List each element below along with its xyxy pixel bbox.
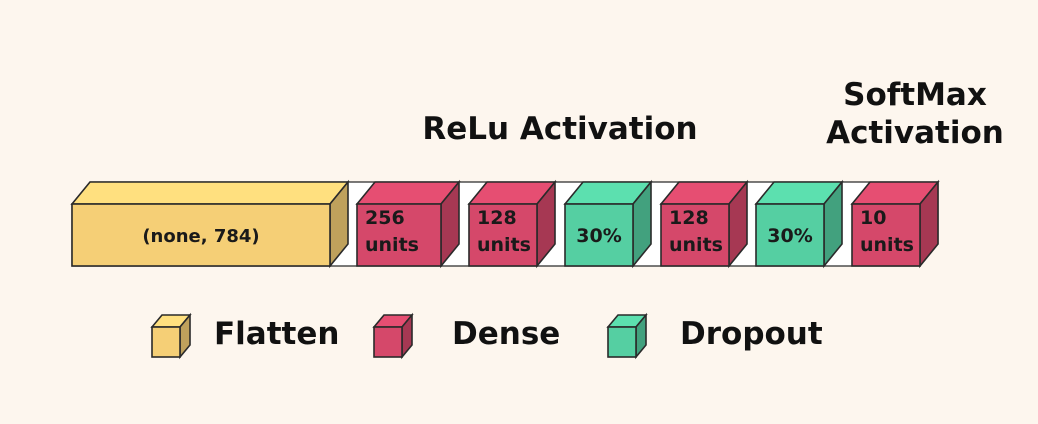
layer-block-7-dense-front-face [851,203,921,267]
layer-block-3-dense-front-face [468,203,538,267]
softmax-heading-line1: SoftMax [843,77,987,113]
layer-label-5-line-2: units [669,234,723,256]
layer-label-2-line-2: units [365,234,419,256]
legend-swatch-dropout-front-face [607,326,637,358]
layer-block-4-dropout-front-face [564,203,634,267]
softmax-activation-heading: SoftMax Activation [800,76,1030,152]
layer-block-2-dense-front-face [356,203,442,267]
layer-label-7-line-2: units [860,234,914,256]
legend-swatch-dense [372,312,414,360]
layer-block-1-flatten: (none, 784) [70,179,350,269]
layer-block-7-dense: 10 units [850,179,940,269]
layer-block-4-dropout: 30% [563,179,653,269]
legend-label-dense: Dense [452,316,561,352]
layer-block-6-dropout-front-face [755,203,825,267]
legend-label-dropout: Dropout [680,316,823,352]
layer-blocks: (none, 784) 256 units 128 units 30% 128 units 30… [70,179,940,269]
layer-label-1-line-1: (none, 784) [142,226,259,247]
layer-label-4-line-1: 30% [576,225,621,247]
legend-swatches [150,312,648,360]
softmax-heading-line2: Activation [826,115,1004,151]
layer-block-5-dense-front-face [660,203,730,267]
legend-swatch-flatten-front-face [151,326,181,358]
layer-block-2-dense: 256 units [355,179,461,269]
legend-swatch-dense-front-face [373,326,403,358]
layer-label-3-line-1: 128 [477,207,517,229]
legend-swatch-dropout [606,312,648,360]
layer-label-6-line-1: 30% [767,225,812,247]
legend-swatch-flatten [150,312,192,360]
layer-block-6-dropout: 30% [754,179,844,269]
layer-label-2-line-1: 256 [365,207,405,229]
layer-block-3-dense: 128 units [467,179,557,269]
relu-activation-heading: ReLu Activation [422,111,698,147]
legend-label-flatten: Flatten [214,316,340,352]
layer-block-1-flatten-top-face [70,181,350,205]
layer-label-3-line-2: units [477,234,531,256]
layer-block-1-flatten-front-face [71,203,331,267]
layer-block-5-dense: 128 units [659,179,749,269]
layer-label-5-line-1: 128 [669,207,709,229]
layer-label-7-line-1: 10 [860,207,886,229]
